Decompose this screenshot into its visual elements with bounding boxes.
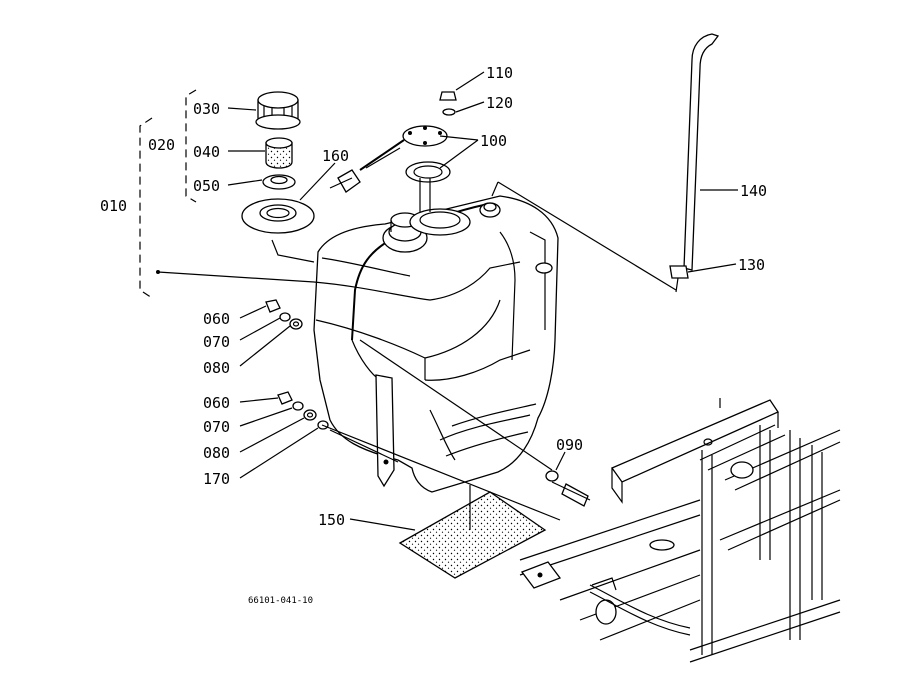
callout-100: 100	[480, 132, 507, 150]
callout-060-lower: 060	[203, 394, 230, 412]
tractor-frame	[519, 398, 841, 663]
hardware-lower	[277, 391, 329, 430]
callout-150: 150	[318, 511, 345, 529]
hardware-upper	[265, 299, 303, 330]
assembly-lines	[156, 181, 677, 530]
callout-060-upper: 060	[203, 310, 230, 328]
group-bracket-010	[139, 117, 153, 299]
drawing-code: 66101-041-10	[248, 596, 313, 606]
callout-090: 090	[556, 436, 583, 454]
callout-110: 110	[486, 64, 513, 82]
return-pipe	[669, 33, 720, 293]
callout-080-lower: 080	[203, 444, 230, 462]
fuel-tank	[313, 195, 559, 493]
callout-070-upper: 070	[203, 333, 230, 351]
callout-040: 040	[193, 143, 220, 161]
leader-lines	[227, 71, 738, 531]
callout-050: 050	[193, 177, 220, 195]
tank-mat	[398, 491, 547, 579]
callout-080-upper: 080	[203, 359, 230, 377]
callout-130: 130	[738, 256, 765, 274]
callout-070-lower: 070	[203, 418, 230, 436]
callout-170: 170	[203, 470, 230, 488]
fuel-sender-unit	[329, 91, 457, 212]
callout-140: 140	[740, 182, 767, 200]
group-bracket-020	[185, 89, 197, 203]
callout-020: 020	[148, 136, 175, 154]
callout-160: 160	[322, 147, 349, 165]
callout-030: 030	[193, 100, 220, 118]
callout-120: 120	[486, 94, 513, 112]
callout-010: 010	[100, 197, 127, 215]
filler-cap-assembly	[241, 91, 315, 234]
callout-labels: 010 020 030 040 050 160 110 120 100 140 …	[100, 64, 767, 606]
